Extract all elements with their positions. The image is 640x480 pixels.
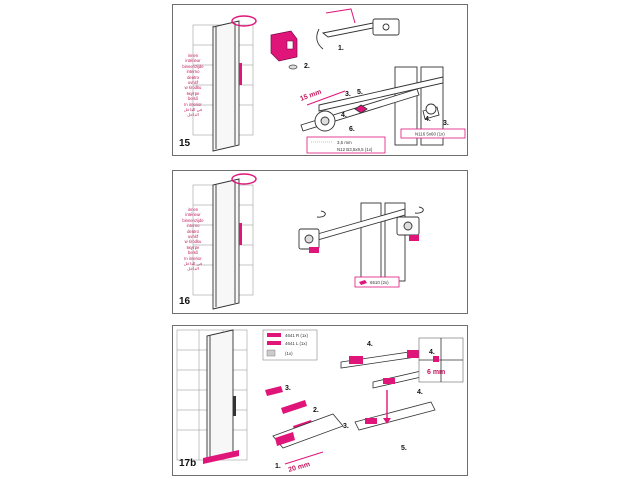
- step-15-illustration: 15 mm 3,5 mm N12 B3,5x9,5 (1x) N116 5x60…: [192, 8, 466, 154]
- step-number: 15: [179, 138, 191, 149]
- dimension-label: 20 mm: [288, 461, 311, 474]
- callout-3b: 3.: [343, 423, 349, 430]
- part-cap: (1x): [285, 351, 293, 356]
- part-right: 4641 R (1x): [285, 333, 308, 338]
- step-16-panel: innen intérieur binnenzijde interno dent…: [172, 170, 468, 314]
- profile-pieces: [265, 386, 344, 449]
- part-spec: 6510 (2x): [370, 280, 389, 285]
- cap-right: [409, 235, 419, 241]
- screw-spec: N12 B3,5x9,5 (1x): [337, 147, 373, 152]
- cap-left: [309, 247, 319, 253]
- callout-2: 2.: [304, 63, 310, 70]
- callout-4b: 4.: [425, 116, 431, 123]
- callout-5: 5.: [357, 89, 363, 96]
- callout-6: 6.: [349, 126, 355, 133]
- step-number: 16: [179, 296, 191, 307]
- dimension-20mm: 20 mm: [284, 451, 324, 474]
- screw-small: [288, 64, 298, 70]
- parts-list: 4641 R (1x) 4641 L (1x) (1x): [262, 329, 318, 361]
- door-handle: [239, 223, 242, 245]
- dimension-6mm: 6 mm: [427, 369, 445, 376]
- support-arm-top: [316, 18, 400, 50]
- callout-4: 4.: [341, 112, 347, 119]
- step-15-panel: innen intérieur binnenzijde interno dent…: [172, 4, 468, 156]
- door-panel: [212, 178, 240, 310]
- detail-6mm: 6 mm: [418, 337, 464, 383]
- cutting-tool: [325, 8, 356, 24]
- callout-3b: 3.: [443, 120, 449, 127]
- step-17b-panel: 4641 R (1x) 4641 L (1x) (1x): [172, 325, 468, 476]
- door-panel: [206, 329, 234, 461]
- door-panel: [212, 20, 240, 152]
- bottom-seal: [203, 450, 239, 464]
- glass-bar: [340, 349, 444, 431]
- callout-5: 5.: [401, 445, 407, 452]
- callout-4: 4.: [367, 341, 373, 348]
- part-left: 4641 L (1x): [285, 341, 308, 346]
- callout-1: 1.: [338, 45, 344, 52]
- callout-4b: 4.: [417, 389, 423, 396]
- part-info-box: N116 5x60 (1x): [400, 128, 466, 139]
- door-handle: [233, 396, 236, 416]
- drill-size: 3,5 mm: [337, 140, 352, 145]
- callout-1: 1.: [275, 463, 281, 470]
- detail-circle: [231, 173, 257, 185]
- detail-circle: [231, 15, 257, 27]
- callout-2: 2.: [313, 407, 319, 414]
- callout-3: 3.: [345, 91, 351, 98]
- part-info-box: 6510 (2x): [354, 276, 400, 288]
- door-handle: [239, 63, 242, 85]
- support-assembly: [300, 66, 444, 146]
- step-17b-illustration: 4641 R (1x) 4641 L (1x) (1x): [176, 329, 464, 474]
- support-assembly: [298, 202, 424, 282]
- drill-info-box: 3,5 mm N12 B3,5x9,5 (1x): [306, 136, 386, 154]
- step-16-illustration: 6510 (2x): [192, 173, 424, 310]
- part-spec: N116 5x60 (1x): [415, 132, 445, 137]
- callout-4c: 4.: [429, 349, 435, 356]
- callout-3: 3.: [285, 385, 291, 392]
- step-number: 17b: [179, 458, 197, 469]
- hinge-bracket: [270, 30, 298, 62]
